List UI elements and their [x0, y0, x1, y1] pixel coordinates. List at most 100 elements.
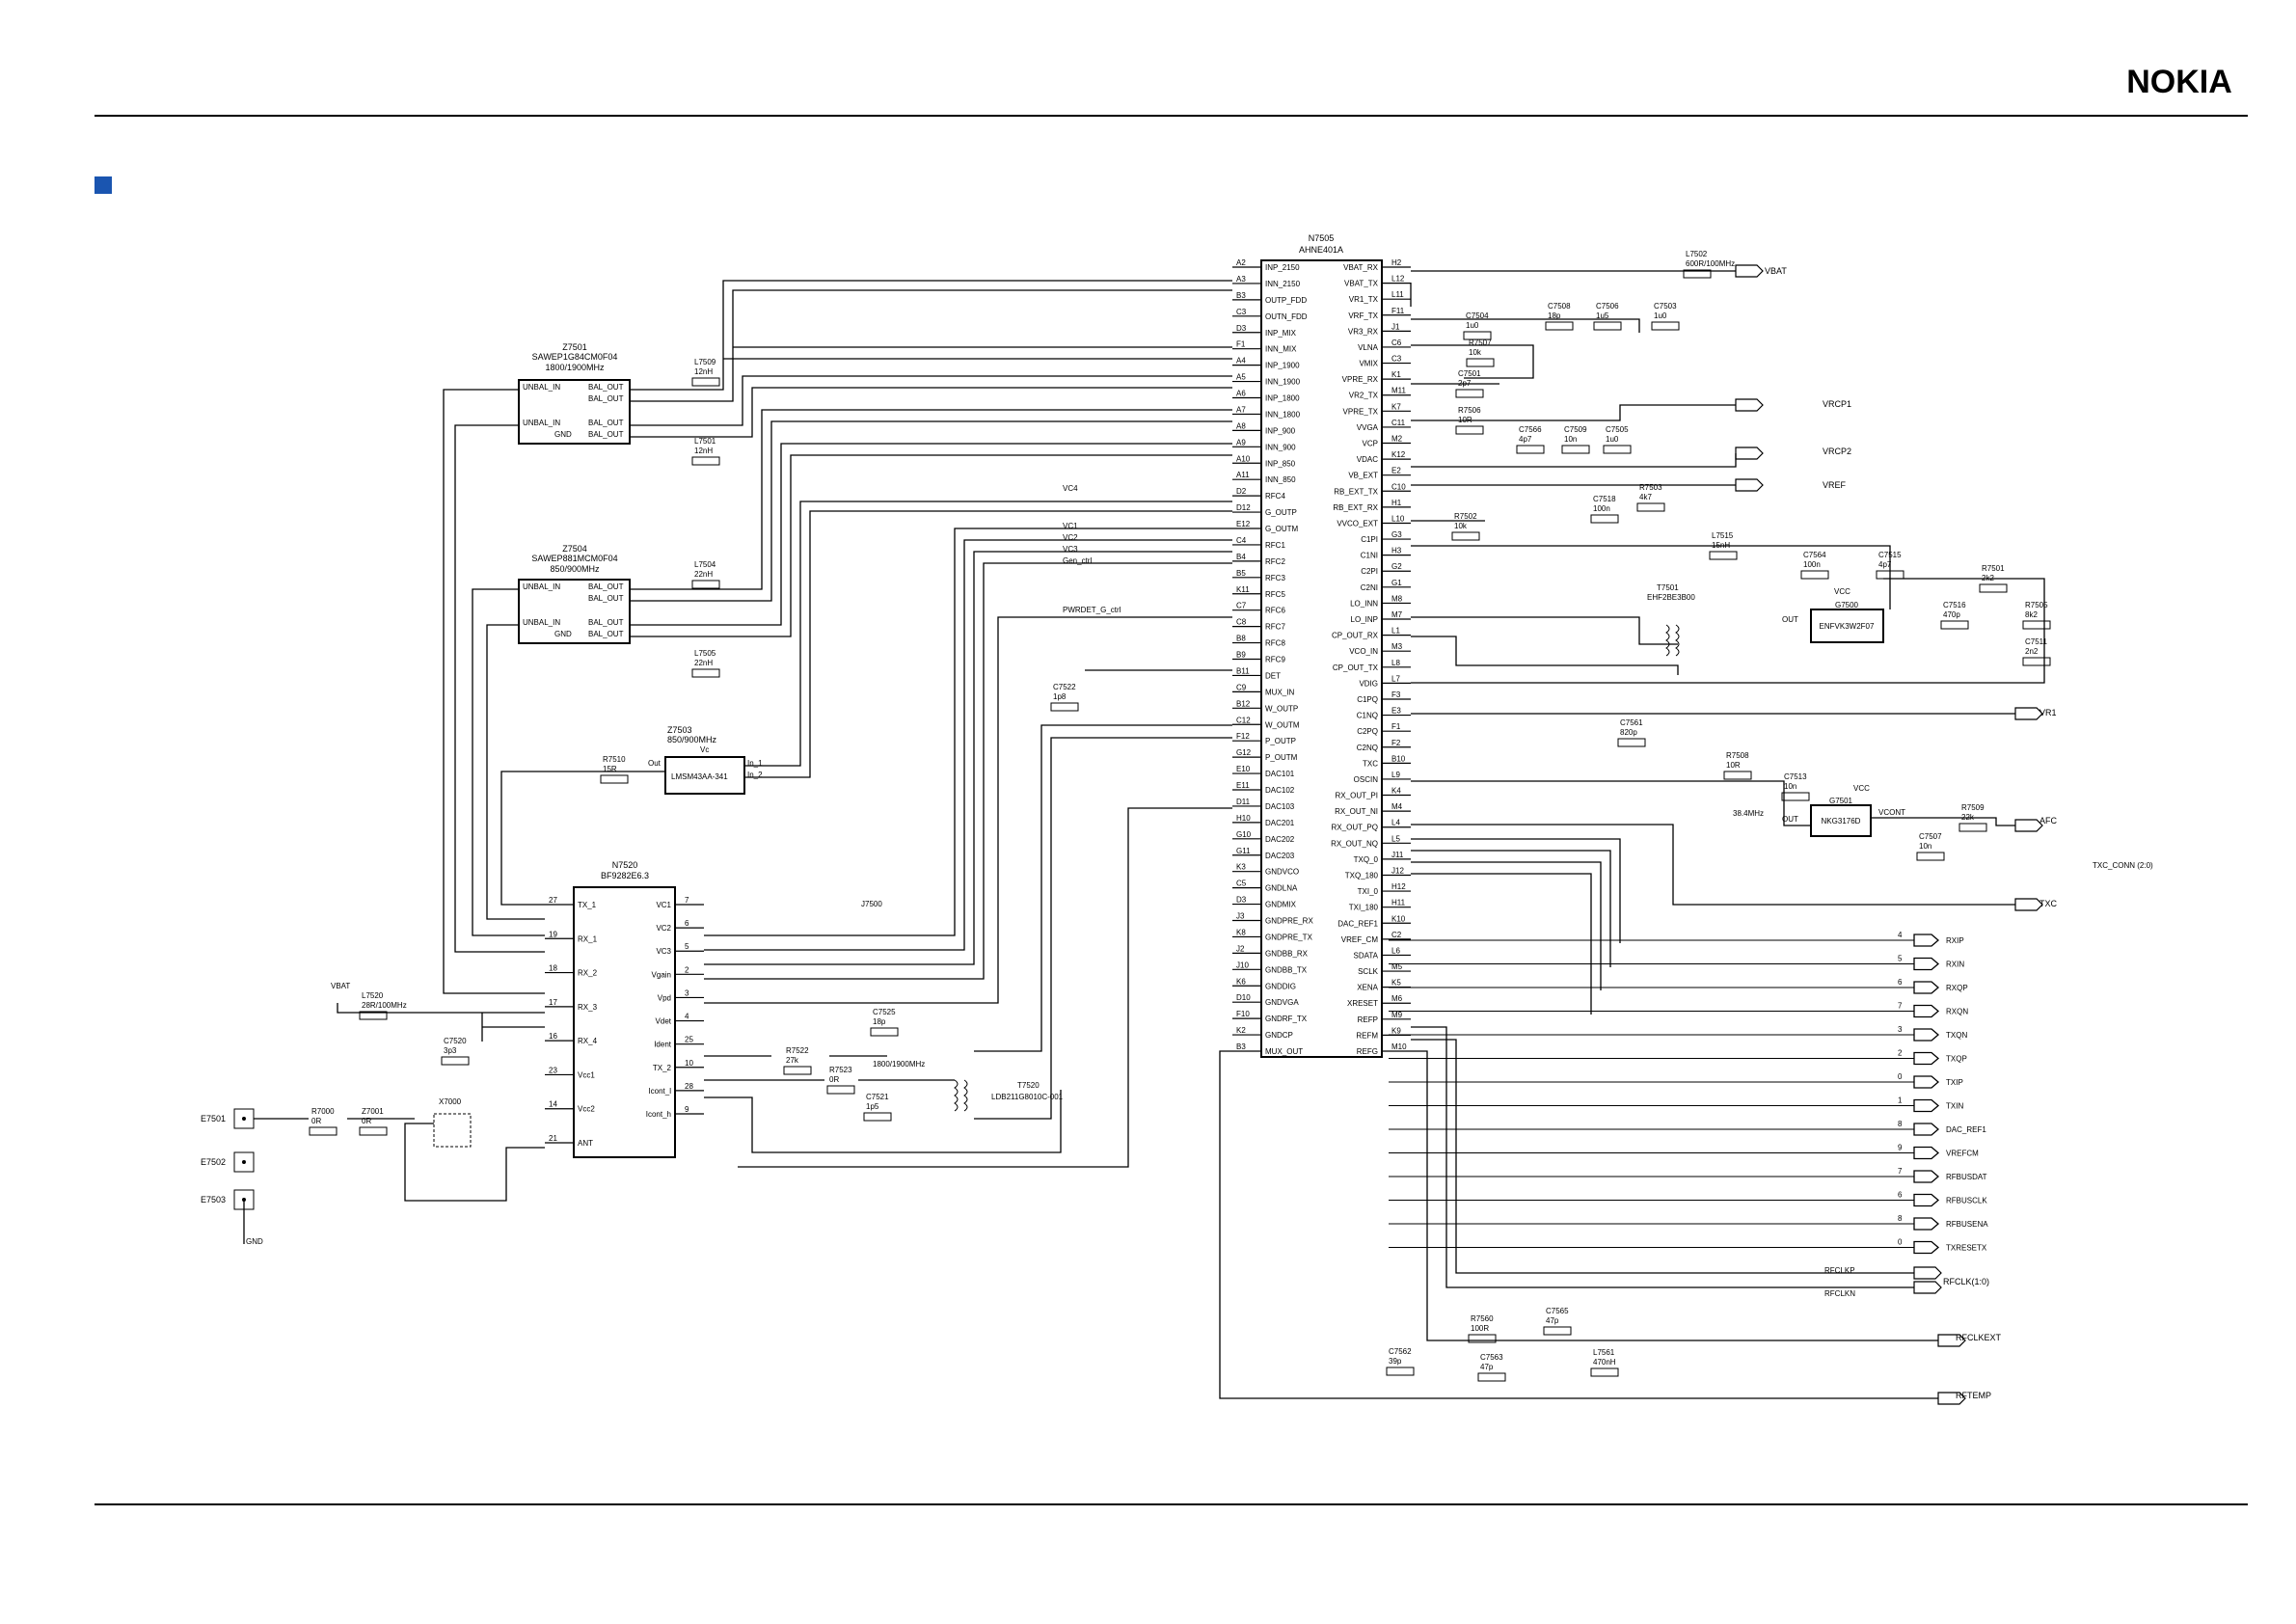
component-value: 1u0	[1606, 435, 1619, 444]
chip-g7500: ENFVK3W2F07 G7500 OUT VCC	[1782, 587, 1884, 643]
z7504-bal-out-4: BAL_OUT	[588, 630, 624, 638]
component-body	[1543, 1326, 1572, 1336]
n7505-right-pin-name: C2NI	[1361, 583, 1378, 592]
n7520-right-pin-number: 4	[685, 1013, 689, 1021]
component-body	[2022, 620, 2051, 630]
nokia-logo: NOKIA	[2102, 58, 2256, 100]
z7501-bal-out-2: BAL_OUT	[588, 394, 624, 403]
n7520-left-pin-number: 17	[549, 998, 557, 1007]
component-value: 100n	[1803, 560, 1821, 569]
t7520-freq: 1800/1900MHz	[873, 1060, 925, 1069]
port-index: 1	[1898, 1096, 1903, 1105]
n7505-left-pin-number: E10	[1236, 765, 1251, 773]
n7505-right-pin-name: VB_EXT	[1348, 472, 1378, 480]
component-ref: Z7001	[362, 1107, 384, 1116]
net-flag	[1937, 1392, 1966, 1405]
component-value: 10R	[1726, 761, 1741, 770]
component-ref: L7520	[362, 991, 384, 1000]
n7520-right-pin-name: Vdet	[656, 1017, 672, 1026]
net-vc2: VC2	[1063, 533, 1078, 542]
net-flag	[1735, 478, 1764, 492]
n7505-left-pin-name: INN_1800	[1265, 410, 1301, 419]
port-vrcp2: VRCP2	[1823, 447, 1851, 456]
net-wire	[630, 387, 1232, 438]
component-value: 10R	[1458, 416, 1472, 424]
component-value: 2n2	[2025, 647, 2039, 656]
n7520-left-pin-number: 27	[549, 896, 557, 905]
component-ref: R7505	[2025, 601, 2048, 609]
component-value: 22nH	[694, 659, 713, 667]
component-body	[826, 1085, 855, 1095]
e7501-label: E7501	[201, 1114, 226, 1123]
n7505-right-pin-number: C11	[1391, 419, 1406, 427]
n7520-right-pin-name: VC2	[656, 924, 671, 933]
component-ref: R7522	[786, 1046, 809, 1055]
component-value: 18p	[873, 1017, 886, 1026]
component-value: 3p3	[444, 1046, 457, 1055]
n7505-left-pin-name: INP_1800	[1265, 394, 1300, 403]
n7505-right-pin-name: VREF_CM	[1341, 935, 1379, 944]
component-value: 47p	[1480, 1363, 1494, 1371]
component-body	[1466, 358, 1495, 367]
n7505-left-pin-name: P_OUTM	[1265, 753, 1298, 762]
component-ref: R7509	[1961, 803, 1985, 812]
component-value: 10n	[1564, 435, 1577, 444]
n7505-right-pin-number: H12	[1391, 882, 1406, 891]
component-body	[691, 580, 720, 589]
n7505-left-pin-name: DAC203	[1265, 852, 1295, 860]
n7505-left-pin-number: K6	[1236, 977, 1246, 986]
n7505-right-pin-number: J12	[1391, 866, 1404, 875]
n7505-left-pin-name: DAC102	[1265, 786, 1295, 795]
n7505-right-pin-number: K12	[1391, 450, 1406, 459]
net-vc1: VC1	[1063, 522, 1078, 530]
n7505-right-pin-number: K7	[1391, 402, 1401, 411]
component-ref: C7565	[1546, 1307, 1569, 1315]
port-name: RFBUSDAT	[1946, 1173, 1987, 1181]
n7505-left-pin-number: G12	[1236, 748, 1252, 757]
z7504-unbal-in-2: UNBAL_IN	[523, 618, 560, 627]
z7503-ref: Z7503	[667, 725, 692, 735]
component-value: 4k7	[1639, 493, 1652, 501]
n7520-left-pin-number: 21	[549, 1134, 557, 1143]
n7520-right-pin-number: 6	[685, 919, 689, 928]
component-ref: C7521	[866, 1093, 889, 1101]
port-index: 8	[1898, 1120, 1903, 1128]
n7505-left-pin-number: A4	[1236, 357, 1246, 365]
component-body	[1979, 583, 2008, 593]
z7503-part: LMSM43AA-341	[671, 772, 728, 781]
n7505-right-pin-number: M9	[1391, 1011, 1403, 1019]
component-ref: L7504	[694, 560, 716, 569]
component-value: 470nH	[1593, 1358, 1616, 1367]
component-label-list: L7502600R/100MHzC75041u0C750818pC75061u5…	[309, 250, 2051, 1382]
component-value: 2p7	[1458, 379, 1472, 388]
component-body	[309, 1126, 338, 1136]
port-name: TXQN	[1946, 1031, 1967, 1040]
component-value: 12nH	[694, 367, 713, 376]
n7505-left-pin-name: RFC2	[1265, 557, 1285, 566]
component-value: 4p7	[1878, 560, 1892, 569]
component-ref: R7507	[1469, 338, 1492, 347]
n7505-left-pin-number: B3	[1236, 291, 1246, 300]
n7505-right-pin-number: J1	[1391, 322, 1400, 331]
n7520-right-pin-name: Icont_h	[646, 1110, 671, 1119]
n7505-right-pin-name: OSCIN	[1354, 775, 1379, 784]
n7520-right-pins: 7VC16VC25VC32Vgain3Vpd4Vdet25Ident10TX_2…	[646, 896, 704, 1119]
n7520-left-pin-name: ANT	[578, 1139, 593, 1148]
n7505-left-pin-name: GNDPRE_RX	[1265, 917, 1313, 926]
n7505-right-pin-number: H3	[1391, 547, 1402, 555]
wire-layer	[243, 264, 2045, 1405]
component-body	[1050, 702, 1079, 712]
svg-text:NOKIA: NOKIA	[2126, 64, 2232, 100]
n7505-left-pin-name: INP_1900	[1265, 362, 1300, 370]
component-value: 1p5	[866, 1102, 879, 1111]
n7520-right-pin-name: VC3	[656, 947, 671, 956]
n7520-left-pin-number: 23	[549, 1066, 557, 1074]
component-body	[1593, 321, 1622, 331]
n7505-right-pin-number: L5	[1391, 834, 1400, 843]
n7505-left-pin-name: DAC202	[1265, 835, 1295, 844]
n7505-right-pin-name: SCLK	[1358, 967, 1379, 976]
net-flag	[1735, 264, 1764, 278]
component-body	[1545, 321, 1574, 331]
n7505-right-pin-name: C1NQ	[1357, 712, 1378, 720]
port-flag	[1913, 957, 1939, 971]
